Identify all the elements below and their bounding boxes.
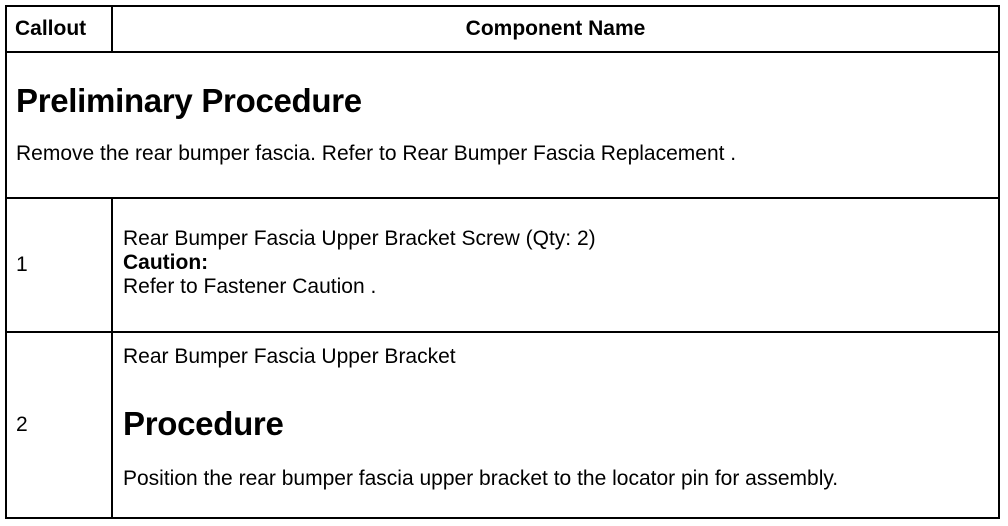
procedure-text: Position the rear bumper fascia upper br…: [123, 467, 839, 490]
component-name-cell: Rear Bumper Fascia Upper Bracket Screw (…: [111, 197, 1000, 333]
table-row: 1 Rear Bumper Fascia Upper Bracket Screw…: [5, 197, 1000, 333]
preliminary-procedure-cell: Preliminary Procedure Remove the rear bu…: [5, 51, 1000, 199]
preliminary-procedure-row: Preliminary Procedure Remove the rear bu…: [5, 51, 1000, 199]
callout-column-header: Callout: [5, 5, 113, 53]
service-procedure-sheet: Callout Component Name Preliminary Proce…: [5, 5, 1000, 519]
component-name: Rear Bumper Fascia Upper Bracket Screw (…: [123, 227, 596, 250]
table-header-row: Callout Component Name: [5, 5, 1000, 53]
caution-text: Refer to Fastener Caution .: [123, 275, 377, 298]
table-row: 2 Rear Bumper Fascia Upper Bracket Proce…: [5, 331, 1000, 519]
component-name: Rear Bumper Fascia Upper Bracket: [123, 345, 456, 368]
callout-number: 2: [5, 331, 113, 519]
component-name-cell: Rear Bumper Fascia Upper Bracket Procedu…: [111, 331, 1000, 519]
callout-table: Callout Component Name Preliminary Proce…: [5, 5, 1000, 519]
procedure-title: Procedure: [123, 405, 284, 442]
preliminary-procedure-text: Remove the rear bumper fascia. Refer to …: [16, 142, 737, 165]
preliminary-procedure-title: Preliminary Procedure: [16, 82, 362, 119]
caution-label: Caution:: [123, 251, 209, 274]
callout-number: 1: [5, 197, 113, 333]
component-name-column-header: Component Name: [111, 5, 1000, 53]
